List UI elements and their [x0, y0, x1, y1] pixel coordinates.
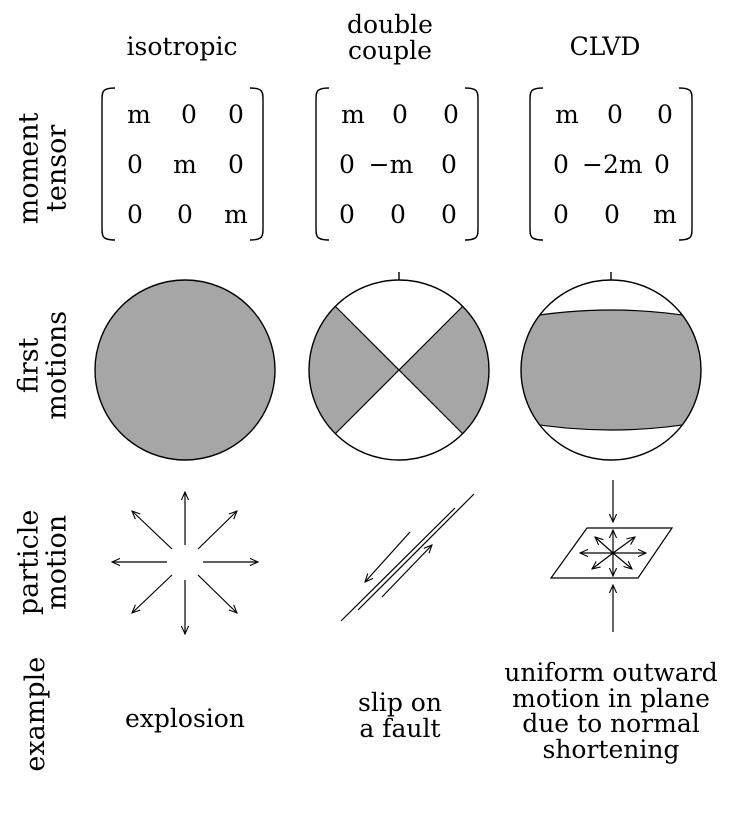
double-couple-beachball [308, 272, 490, 461]
example-line: uniform outward [504, 658, 718, 687]
column-title-line: couple [348, 36, 432, 66]
tensor-cell: m [555, 100, 579, 129]
example-line: explosion [125, 704, 245, 733]
tensor-cell: 0 [657, 100, 673, 129]
clvd-beachball [520, 272, 702, 461]
tensor-cell: m [173, 150, 197, 179]
tensor-cell: 0 [390, 200, 406, 229]
tensor-cell: 0 [181, 100, 197, 129]
explosion-arrows [112, 492, 258, 634]
tensor-cell: 0 [553, 200, 569, 229]
tensor-cell: 0 [228, 100, 244, 129]
matrix-bracket-left [101, 87, 116, 241]
tensor-cell: −m [368, 150, 414, 179]
clvd-motion [549, 480, 674, 632]
column-title-double-couple: double couple [290, 10, 490, 66]
tensor-cell: m [127, 100, 151, 129]
fault-slip [340, 493, 475, 622]
diagram-graphics [94, 87, 702, 775]
example-isotropic: explosion [100, 704, 270, 733]
example-double-couple: slip on a fault [315, 688, 485, 744]
example-line: a fault [359, 714, 441, 744]
tensor-cell: 0 [441, 150, 457, 179]
tensor-cell: 0 [553, 150, 569, 179]
tensor-cell: 0 [339, 150, 355, 179]
isotropic-beachball [94, 279, 276, 461]
matrix-bracket-left [529, 87, 544, 241]
tensor-cell: m [653, 200, 677, 229]
tensor-cell: 0 [392, 100, 408, 129]
tensor-cell: 0 [607, 100, 623, 129]
example-line: motion in plane [512, 683, 710, 713]
tensor-cell: 0 [127, 150, 143, 179]
example-line: due to normal [522, 709, 700, 738]
tensor-cell: 0 [228, 150, 244, 179]
example-line: slip on [358, 688, 442, 717]
matrix-bracket-right [249, 87, 264, 241]
tensor-cell: 0 [127, 200, 143, 229]
tensor-cell: 0 [441, 200, 457, 229]
column-title-clvd: CLVD [505, 32, 705, 61]
column-title-line: double [347, 10, 433, 39]
tensor-cell: 0 [339, 200, 355, 229]
example-line: shortening [542, 734, 680, 764]
tensor-cell: 0 [443, 100, 459, 129]
tensor-cell: 0 [654, 150, 670, 179]
matrix-bracket-right [678, 87, 693, 241]
example-clvd: uniform outward motion in plane due to n… [480, 660, 742, 762]
matrix-bracket-left [315, 87, 330, 241]
tensor-cell: m [224, 200, 248, 229]
tensor-cell: 0 [177, 200, 193, 229]
tensor-cell: 0 [604, 200, 620, 229]
tensor-cell: m [341, 100, 365, 129]
column-title-line: CLVD [569, 32, 641, 61]
column-title-line: isotropic [126, 32, 238, 61]
column-title-isotropic: isotropic [82, 32, 282, 61]
matrix-bracket-right [464, 87, 479, 241]
